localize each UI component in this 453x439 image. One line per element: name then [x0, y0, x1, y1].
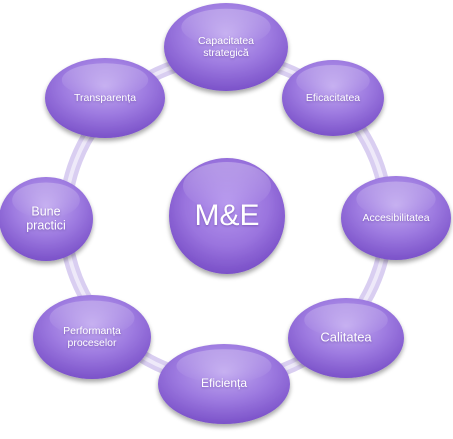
node-label-line: Performanța [63, 324, 121, 337]
node-label-line: proceselor [67, 337, 117, 349]
node-label-line: Eficacitatea [305, 91, 361, 104]
node-label: Eficiența [200, 376, 248, 391]
node-label-line: Bune [31, 204, 61, 219]
node-highlight [304, 303, 388, 337]
node-highlight [296, 64, 370, 97]
node-highlight [61, 63, 149, 97]
node-6 [0, 177, 93, 261]
node-label-line: Eficiența [200, 376, 248, 391]
node-label-line: strategică [203, 47, 249, 59]
node-highlight [356, 181, 436, 217]
node-label-line: practici [26, 219, 66, 233]
node-highlight [176, 349, 272, 383]
node-7 [45, 58, 165, 138]
node-label-line: Calitatea [320, 329, 372, 345]
node-2 [341, 176, 451, 260]
node-label-line: Capacitatea [197, 34, 255, 47]
node-highlight [181, 8, 271, 46]
node-1 [282, 60, 384, 136]
node-0 [164, 3, 288, 91]
node-label-line: Transparența [73, 91, 137, 104]
node-label: Accesibilitatea [362, 212, 429, 224]
node-label-line: Accesibilitatea [362, 211, 430, 224]
node-label: Eficacitatea [306, 92, 360, 104]
node-highlight [49, 300, 135, 336]
node-4 [158, 344, 290, 424]
node-5 [33, 295, 151, 379]
center-node [169, 158, 285, 274]
node-highlight [12, 182, 80, 218]
node-3 [288, 298, 404, 378]
nodes-layer [0, 3, 451, 424]
node-label: Transparența [74, 92, 136, 104]
center-label: M&E [194, 198, 260, 232]
node-label: Calitatea [320, 329, 372, 346]
